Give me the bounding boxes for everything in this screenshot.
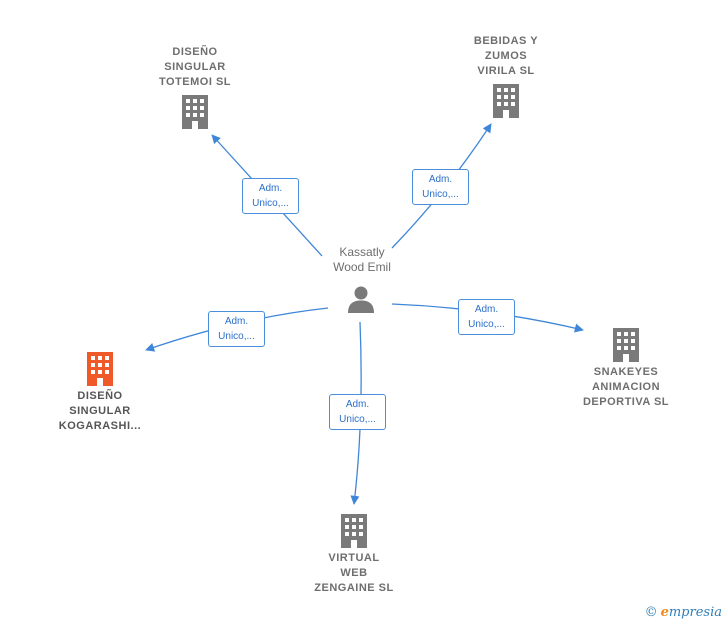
center-name-line-1: Kassatly [339, 245, 385, 259]
edge-label-line: Adm. [224, 316, 249, 327]
building-icon [182, 95, 208, 129]
edge-label-line: Adm. [474, 304, 499, 315]
node-snakeyes[interactable]: SNAKEYES ANIMACION DEPORTIVA SL [571, 327, 681, 410]
center-name-line-2: Wood Emil [333, 260, 391, 274]
brand-logo: ©empresia [645, 605, 722, 620]
building-icon [493, 84, 519, 118]
node-totemoi[interactable]: DISEÑO SINGULAR TOTEMOI SL [140, 45, 250, 130]
edge-label-kogarashi[interactable]: Adm. Unico,... [208, 311, 265, 347]
node-label: SNAKEYES ANIMACION DEPORTIVA SL [571, 365, 681, 410]
node-label-line: DISEÑO [172, 46, 218, 58]
node-kogarashi[interactable]: DISEÑO SINGULAR KOGARASHI... [45, 351, 155, 434]
brand-initial: e [660, 605, 669, 620]
center-person-name[interactable]: Kassatly Wood Emil [318, 245, 406, 275]
edge-label-totemoi[interactable]: Adm. Unico,... [242, 178, 299, 214]
building-icon [87, 352, 113, 386]
node-label-line: KOGARASHI... [58, 420, 142, 432]
edge-label-bebidas[interactable]: Adm. Unico,... [412, 169, 469, 205]
person-icon[interactable] [346, 284, 376, 314]
edge-label-line: Unico,... [468, 319, 505, 330]
node-label-line: ZENGAINE SL [314, 582, 394, 594]
copyright-icon: © [644, 605, 658, 620]
node-bebidas[interactable]: BEBIDAS Y ZUMOS VIRILA SL [451, 34, 561, 119]
node-label-line: BEBIDAS Y [473, 35, 539, 47]
node-label-line: ANIMACION [591, 381, 661, 393]
edge-label-zengaine[interactable]: Adm. Unico,... [329, 394, 386, 430]
building-icon [341, 514, 367, 548]
edge-label-line: Unico,... [218, 331, 255, 342]
edge-label-line: Adm. [258, 183, 283, 194]
edge-label-line: Adm. [345, 399, 370, 410]
edge-label-snakeyes[interactable]: Adm. Unico,... [458, 299, 515, 335]
node-label: DISEÑO SINGULAR KOGARASHI... [45, 389, 155, 434]
edge-label-line: Unico,... [339, 414, 376, 425]
brand-name: mpresia [668, 605, 722, 620]
edge-label-line: Unico,... [252, 198, 289, 209]
node-label-line: SINGULAR [164, 61, 226, 73]
node-zengaine[interactable]: VIRTUAL WEB ZENGAINE SL [299, 513, 409, 596]
node-label-line: ZUMOS [484, 50, 528, 62]
node-label: DISEÑO SINGULAR TOTEMOI SL [140, 45, 250, 90]
building-icon [613, 328, 639, 362]
node-label-line: DEPORTIVA SL [582, 396, 670, 408]
edge-label-line: Unico,... [422, 189, 459, 200]
node-label-line: TOTEMOI SL [158, 76, 232, 88]
node-label: BEBIDAS Y ZUMOS VIRILA SL [451, 34, 561, 79]
node-label-line: SNAKEYES [593, 366, 659, 378]
node-label: VIRTUAL WEB ZENGAINE SL [299, 551, 409, 596]
node-label-line: VIRILA SL [477, 65, 535, 77]
node-label-line: DISEÑO [77, 390, 123, 402]
edge-label-line: Adm. [428, 174, 453, 185]
node-label-line: SINGULAR [69, 405, 131, 417]
node-label-line: WEB [340, 567, 368, 579]
node-label-line: VIRTUAL [328, 552, 380, 564]
